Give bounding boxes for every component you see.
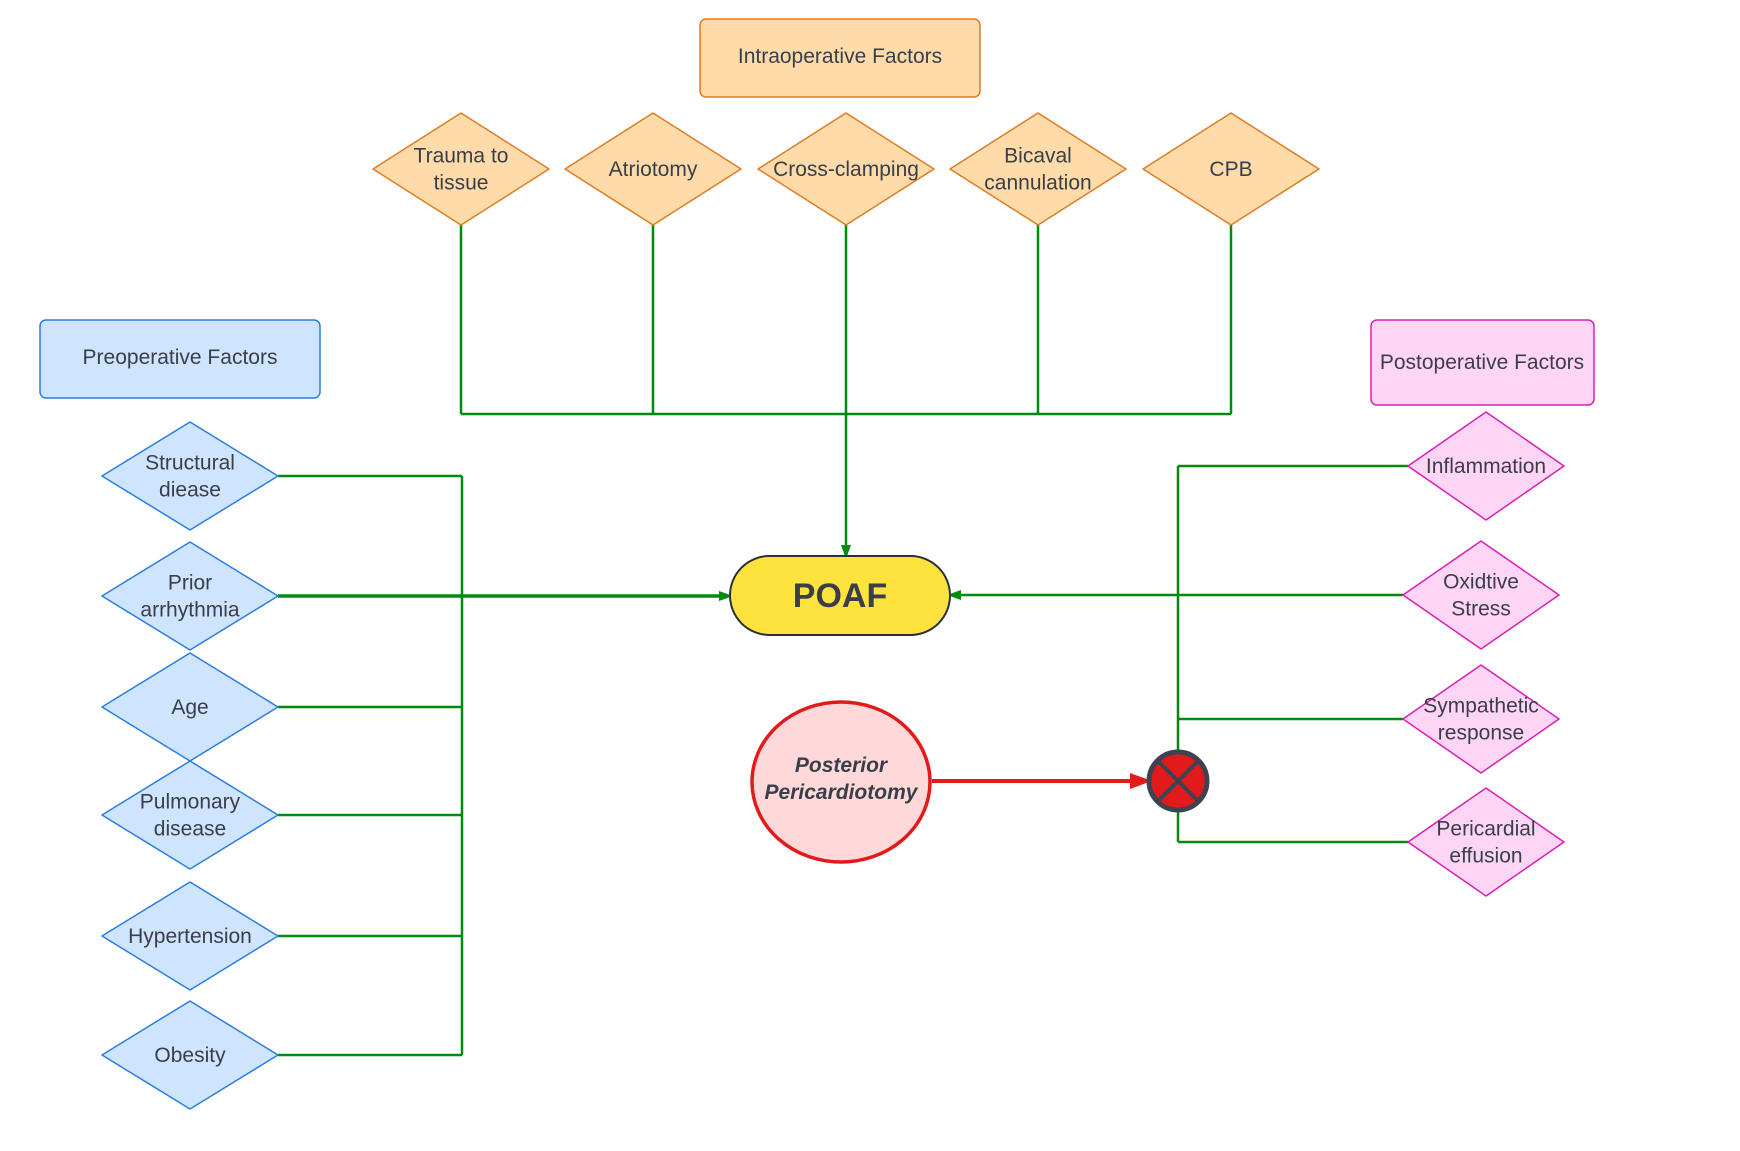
diamond-shape — [564, 112, 742, 226]
factor-label-line: Sympathetic — [1423, 695, 1539, 718]
x-circle-block-icon — [1146, 749, 1210, 813]
preop-factor-prior-arrhythmia: Prior arrhythmia — [101, 541, 279, 651]
preop-factor-structural-diease: Structural diease — [101, 421, 279, 531]
diamond-shape — [101, 421, 279, 531]
postop-factor-sympathetic-response: Sympathetic response — [1402, 664, 1560, 774]
diamond-shape — [101, 881, 279, 991]
poaf-label: POAF — [793, 577, 887, 615]
intraop-factor-atriotomy: Atriotomy — [564, 112, 742, 226]
preoperative-title: Preoperative Factors — [83, 346, 278, 369]
factor-label-line: effusion — [1449, 845, 1522, 868]
factor-label-line: cannulation — [984, 172, 1091, 195]
factor-label-line: Atriotomy — [609, 158, 698, 181]
preop-factor-obesity: Obesity — [101, 1000, 279, 1110]
factor-label-line: Prior — [168, 572, 212, 595]
intraop-factor-cross-clamping: Cross-clamping — [757, 112, 935, 226]
posterior-pericardiotomy-node: Posterior Pericardiotomy — [750, 700, 932, 864]
diamond-shape — [101, 541, 279, 651]
diamond-shape — [101, 1000, 279, 1110]
intraop-factor-cpb: CPB — [1142, 112, 1320, 226]
intervention-label-line-1: Posterior — [795, 754, 889, 777]
factor-label-line: Stress — [1451, 598, 1511, 621]
intraoperative-header: Intraoperative Factors — [699, 18, 981, 98]
poaf-node: POAF — [729, 555, 951, 636]
factor-label-line: disease — [154, 818, 226, 841]
preop-factor-hypertension: Hypertension — [101, 881, 279, 991]
postoperative-title: Postoperative Factors — [1380, 351, 1584, 374]
factor-label-line: response — [1438, 722, 1524, 745]
intraoperative-title: Intraoperative Factors — [738, 45, 942, 68]
factor-label-line: diease — [159, 479, 221, 502]
factor-label-line: Inflammation — [1426, 455, 1546, 478]
diamond-shape — [1407, 787, 1565, 897]
factor-label-line: Age — [171, 696, 208, 719]
intraop-factor-bicaval-cannulation: Bicaval cannulation — [949, 112, 1127, 226]
factor-label-line: tissue — [434, 172, 489, 195]
factor-label-line: CPB — [1209, 158, 1252, 181]
diamond-shape — [372, 112, 550, 226]
diamond-shape — [1402, 664, 1560, 774]
factor-label-line: Bicaval — [1004, 145, 1072, 168]
diamond-shape — [949, 112, 1127, 226]
diamond-shape — [1142, 112, 1320, 226]
factor-label-line: Pericardial — [1436, 818, 1535, 841]
postop-factor-pericardial-effusion: Pericardial effusion — [1407, 787, 1565, 897]
factor-label-line: Oxidtive — [1443, 571, 1519, 594]
diamond-shape — [101, 760, 279, 870]
factor-label-line: arrhythmia — [140, 599, 240, 622]
factor-label-line: Structural — [145, 452, 235, 475]
factor-label-line: Trauma to — [414, 145, 509, 168]
intraop-factor-trauma-to-tissue: Trauma to tissue — [372, 112, 550, 226]
preop-factor-pulmonary-disease: Pulmonary disease — [101, 760, 279, 870]
diamond-shape — [757, 112, 935, 226]
factor-label-line: Pulmonary — [140, 791, 241, 814]
connectors — [278, 225, 1408, 1057]
postop-factor-inflammation: Inflammation — [1407, 411, 1565, 521]
preoperative-header: Preoperative Factors — [39, 319, 321, 399]
factor-label-line: Cross-clamping — [773, 158, 919, 181]
diamond-shape — [1402, 540, 1560, 650]
factor-label-line: Hypertension — [128, 925, 252, 948]
postoperative-header: Postoperative Factors — [1370, 319, 1595, 406]
diamond-shape — [1407, 411, 1565, 521]
preop-factor-age: Age — [101, 652, 279, 762]
intervention-label-line-2: Pericardiotomy — [765, 781, 919, 804]
factor-label-line: Obesity — [154, 1044, 226, 1067]
